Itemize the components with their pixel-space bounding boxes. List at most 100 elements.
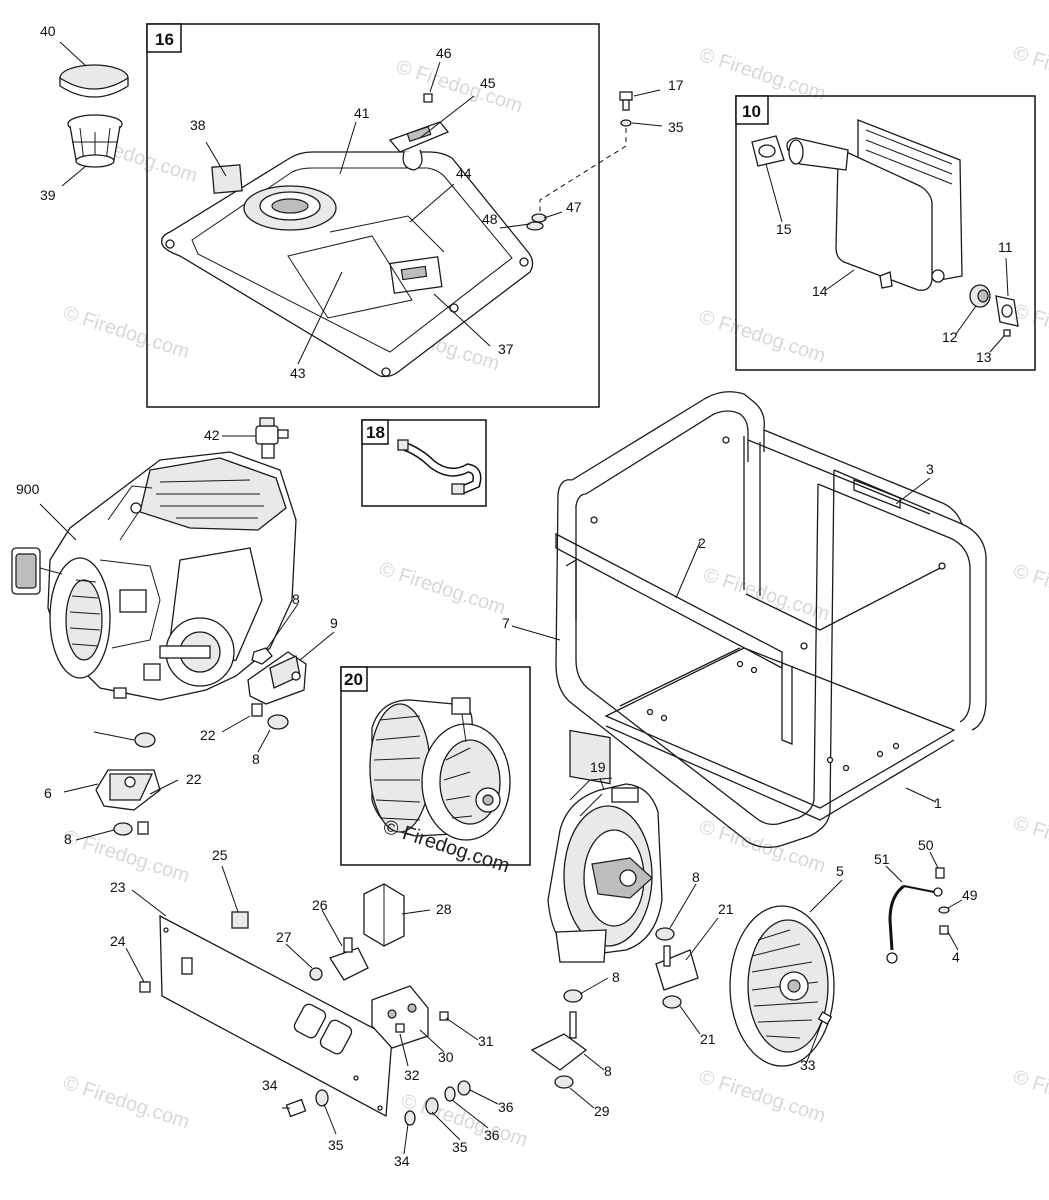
fuel-tank-part — [161, 151, 534, 378]
callout-label: 28 — [436, 901, 452, 917]
subassembly-number-box — [361, 419, 389, 445]
subassembly-number: 20 — [344, 670, 363, 689]
callout-label: 31 — [478, 1033, 494, 1049]
callout-label: 8 — [612, 969, 620, 985]
nut-part — [457, 1080, 471, 1096]
bolt-part — [137, 821, 149, 835]
subassembly-box-fuel-hose — [361, 419, 487, 507]
screw-part — [395, 1023, 405, 1033]
washer-part — [938, 906, 950, 914]
callout-label: 7 — [502, 615, 510, 631]
nut-part — [662, 995, 682, 1009]
circuit-breaker-part — [231, 911, 249, 929]
callout-label: 23 — [110, 879, 126, 895]
callout-label: 26 — [312, 897, 328, 913]
watermark-text: © Firedog.com — [1010, 300, 1049, 362]
callout-label: 40 — [40, 23, 56, 39]
callout-label: 5 — [836, 863, 844, 879]
nut-part — [554, 1075, 574, 1089]
fuel-valve-part — [255, 417, 289, 459]
bolt-part — [619, 91, 633, 111]
bolt-part — [251, 703, 263, 717]
callout-label: 8 — [252, 751, 260, 767]
screw-part — [423, 93, 433, 103]
callout-label: 35 — [668, 119, 684, 135]
gasket-part — [995, 295, 1019, 327]
nut-part — [251, 647, 273, 665]
vibration-isolator-part — [655, 945, 699, 991]
screw-part — [817, 1011, 833, 1025]
callout-label: 3 — [926, 461, 934, 477]
watermark-text: © Firedog.com — [60, 1072, 192, 1134]
switch-part — [329, 937, 369, 981]
callout-label: 15 — [776, 221, 792, 237]
watermark-text: © Firedog.com — [376, 558, 508, 620]
washer-part — [425, 1097, 439, 1115]
callout-label: 11 — [998, 239, 1013, 255]
watermark-text: © Firedog.com — [1010, 812, 1049, 874]
label-decal-part — [211, 164, 243, 194]
subassembly-box-fuel-tank — [146, 23, 600, 408]
fuel-gauge-part — [388, 121, 450, 171]
callout-label: 25 — [212, 847, 228, 863]
watermark-text: © Firedog.com — [1010, 560, 1049, 622]
callout-label: 37 — [498, 341, 514, 357]
callout-label: 14 — [812, 283, 828, 299]
watermark-text: © Firedog.com — [700, 564, 832, 626]
screw-part — [935, 867, 945, 879]
fuel-cap-part — [59, 64, 129, 98]
receptacle-part — [371, 985, 429, 1049]
watermark-text: © Firedog.com — [696, 306, 828, 368]
control-module-part — [363, 883, 405, 947]
frame-part — [555, 391, 987, 848]
callout-label: 35 — [328, 1137, 344, 1153]
callout-label: 21 — [700, 1031, 716, 1047]
vibration-isolator-part — [530, 1011, 588, 1071]
subassembly-box-alternator — [340, 666, 531, 866]
callout-label: 47 — [566, 199, 582, 215]
callout-label: 8 — [292, 591, 300, 607]
callout-label: 8 — [64, 831, 72, 847]
washer-part — [531, 213, 547, 223]
callout-label: 32 — [404, 1067, 420, 1083]
nut-part — [655, 927, 675, 941]
callout-label: 17 — [668, 77, 684, 93]
grommet-part — [526, 221, 544, 231]
callout-label: 900 — [16, 481, 40, 497]
callout-label: 39 — [40, 187, 56, 203]
washer-part — [620, 119, 632, 127]
fuel-hose-part — [397, 439, 482, 495]
callout-label: 44 — [456, 165, 472, 181]
callout-label: 29 — [594, 1103, 610, 1119]
watermark-text: © Firedog.com — [60, 302, 192, 364]
muffler-part — [786, 119, 963, 291]
callout-label: 43 — [290, 365, 306, 381]
nut-part — [939, 925, 949, 935]
alternator-rotor-stator-part — [369, 697, 511, 841]
callout-label: 33 — [800, 1057, 816, 1073]
callout-label: 30 — [438, 1049, 454, 1065]
callout-label: 35 — [452, 1139, 468, 1155]
subassembly-number-box — [340, 666, 368, 692]
washer-part — [315, 1089, 329, 1107]
callout-label: 46 — [436, 45, 452, 61]
ground-wire-part — [886, 884, 943, 964]
callout-label: 27 — [276, 929, 292, 945]
engine-mount-part — [95, 769, 161, 811]
callout-label: 51 — [874, 851, 890, 867]
engine-assembly-part — [11, 451, 297, 701]
screw-part — [1003, 329, 1011, 337]
watermark-text: © Firedog.com — [1010, 1066, 1049, 1128]
callout-label: 6 — [44, 785, 52, 801]
watermark-text: © Firedog.com — [393, 56, 525, 118]
callout-label: 36 — [484, 1127, 500, 1143]
watermark-text: © Firedog.com — [696, 1066, 828, 1128]
fuel-strainer-part — [67, 114, 123, 168]
spark-arrester-part — [969, 284, 991, 308]
callout-label: 41 — [354, 105, 370, 121]
callout-label: 34 — [262, 1077, 278, 1093]
callout-label: 8 — [604, 1063, 612, 1079]
callout-label: 9 — [330, 615, 338, 631]
